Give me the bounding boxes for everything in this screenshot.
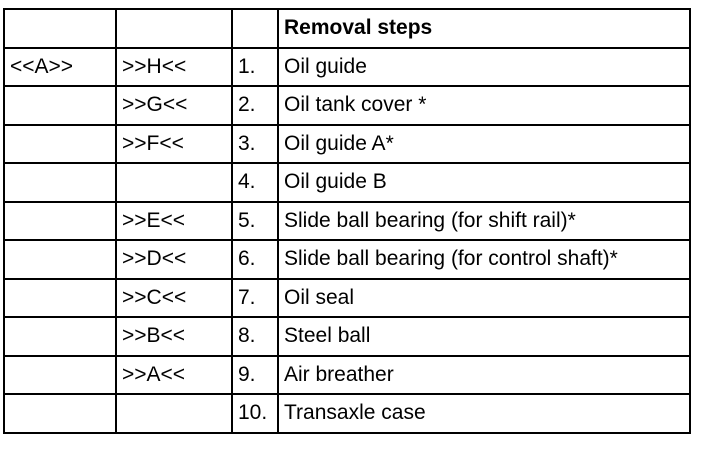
table-row: >>F<< 3. Oil guide A*	[3, 123, 691, 164]
step-number: 2.	[231, 85, 279, 126]
ref-cell: >>C<<	[115, 277, 233, 318]
step-number: 10.	[231, 393, 279, 434]
step-number: 5.	[231, 200, 279, 241]
ref-cell: >>G<<	[115, 85, 233, 126]
step-description: Air breather	[277, 354, 691, 395]
group-cell: <<A>>	[3, 46, 117, 87]
header-group-cell	[3, 8, 117, 49]
step-description: Slide ball bearing (for control shaft)*	[277, 239, 691, 280]
ref-cell: >>H<<	[115, 46, 233, 87]
group-cell	[3, 393, 117, 434]
step-description: Slide ball bearing (for shift rail)*	[277, 200, 691, 241]
table-row: <<A>> >>H<< 1. Oil guide	[3, 46, 691, 87]
table-row: >>B<< 8. Steel ball	[3, 316, 691, 357]
step-number: 7.	[231, 277, 279, 318]
group-cell	[3, 316, 117, 357]
step-description: Oil seal	[277, 277, 691, 318]
step-number: 4.	[231, 162, 279, 203]
group-cell	[3, 239, 117, 280]
ref-cell: >>A<<	[115, 354, 233, 395]
step-description: Oil guide B	[277, 162, 691, 203]
table-row: 10. Transaxle case	[3, 393, 691, 434]
table-row: >>A<< 9. Air breather	[3, 354, 691, 395]
step-description: Oil guide	[277, 46, 691, 87]
step-description: Oil guide A*	[277, 123, 691, 164]
step-number: 8.	[231, 316, 279, 357]
header-ref-cell	[115, 8, 233, 49]
step-number: 9.	[231, 354, 279, 395]
table-row: 4. Oil guide B	[3, 162, 691, 203]
table-row: >>E<< 5. Slide ball bearing (for shift r…	[3, 200, 691, 241]
ref-cell: >>B<<	[115, 316, 233, 357]
ref-cell: >>D<<	[115, 239, 233, 280]
step-number: 6.	[231, 239, 279, 280]
table-row: >>C<< 7. Oil seal	[3, 277, 691, 318]
header-num-cell	[231, 8, 279, 49]
group-cell	[3, 200, 117, 241]
group-cell	[3, 354, 117, 395]
table-row: >>G<< 2. Oil tank cover *	[3, 85, 691, 126]
step-description: Oil tank cover *	[277, 85, 691, 126]
group-cell	[3, 277, 117, 318]
ref-cell	[115, 393, 233, 434]
step-number: 3.	[231, 123, 279, 164]
table-row: >>D<< 6. Slide ball bearing (for control…	[3, 239, 691, 280]
step-description: Steel ball	[277, 316, 691, 357]
header-removal-steps: Removal steps	[277, 8, 691, 49]
removal-steps-table: Removal steps <<A>> >>H<< 1. Oil guide >…	[3, 8, 691, 434]
ref-cell: >>E<<	[115, 200, 233, 241]
step-number: 1.	[231, 46, 279, 87]
group-cell	[3, 162, 117, 203]
table-header-row: Removal steps	[3, 8, 691, 49]
group-cell	[3, 123, 117, 164]
step-description: Transaxle case	[277, 393, 691, 434]
ref-cell	[115, 162, 233, 203]
group-cell	[3, 85, 117, 126]
ref-cell: >>F<<	[115, 123, 233, 164]
